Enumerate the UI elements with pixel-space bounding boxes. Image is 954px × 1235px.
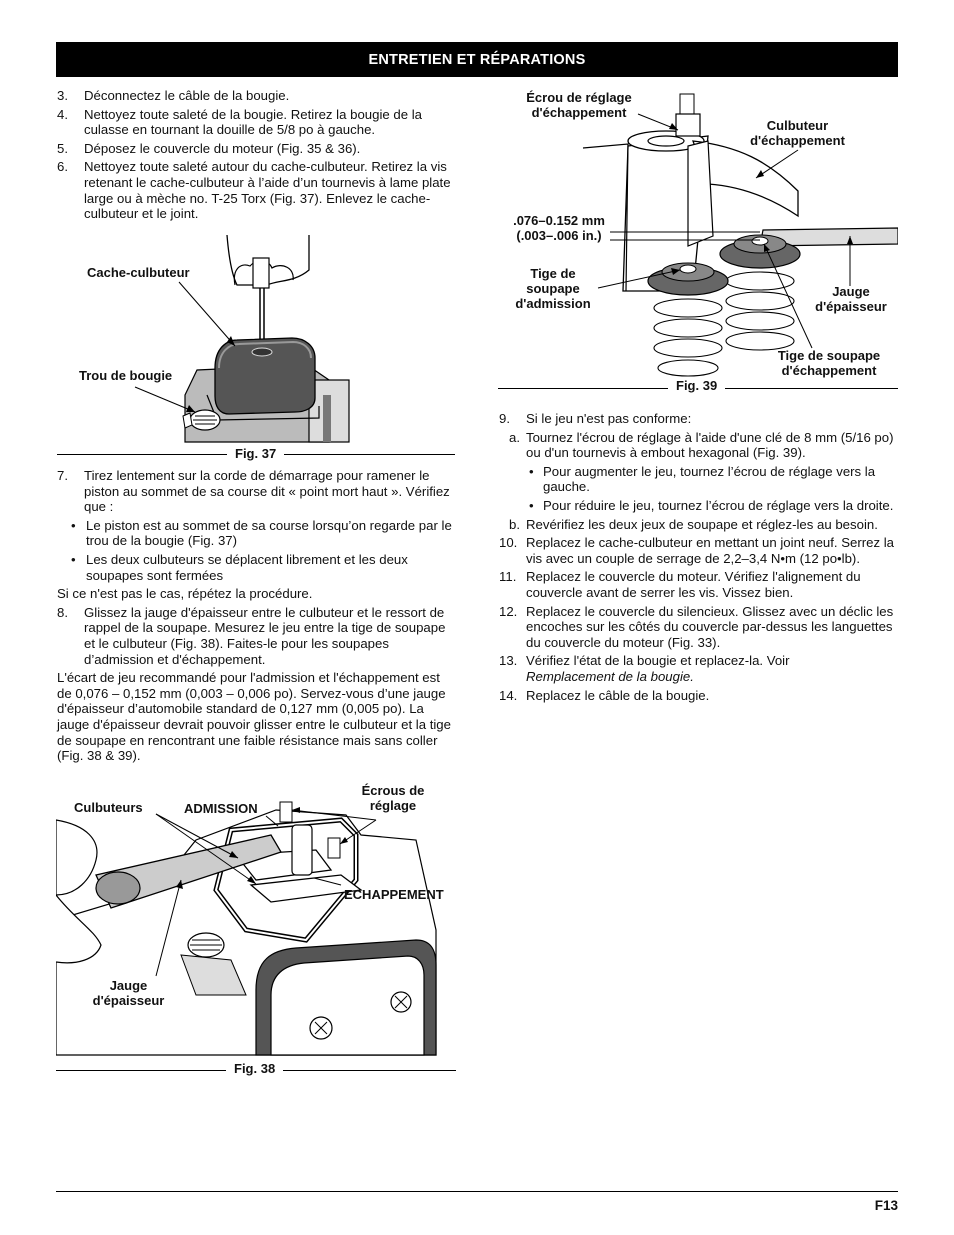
step-9: 9.Si le jeu n'est pas conforme: xyxy=(499,411,692,426)
fig-39-label-intake-stem: Tige de soupape d'admission xyxy=(515,266,591,311)
step-9b: b.Revérifiez les deux jeux de soupape et… xyxy=(509,516,878,532)
bullet-increase: Pour augmenter le jeu, tournez l’écrou d… xyxy=(499,464,898,495)
gap-paragraph: L'écart de jeu recommandé pour l'admissi… xyxy=(57,670,451,764)
step-6: 6.Nettoyez toute saleté autour du cache-… xyxy=(57,159,451,222)
step-10: 10.Replacez le cache-culbuteur en mettan… xyxy=(499,535,894,566)
fig-38-label-gauge: Jauge d'épaisseur xyxy=(92,978,165,1008)
fig-39-label-gap: .076–0.152 mm (.003–.006 in.) xyxy=(513,213,605,243)
fig-38: Culbuteurs ADMISSION Écrous de réglage E… xyxy=(56,780,456,1076)
fig-38-label-intake: ADMISSION xyxy=(184,801,258,816)
step-7: 7.Tirez lentement sur la corde de démarr… xyxy=(57,468,450,515)
fig-39-illustration xyxy=(582,93,898,377)
repeat-note: Si ce n'est pas le cas, répétez la procé… xyxy=(57,586,313,602)
step-14: 14.Replacez le câble de la bougie. xyxy=(499,687,710,703)
fig-38-caption: Fig. 38 xyxy=(226,1061,284,1076)
left-column-bottom: 7.Tirez lentement sur la corde de démarr… xyxy=(57,468,455,767)
step-8: 8.Glissez la jauge d'épaisseur entre le … xyxy=(57,604,446,667)
fig-37: Cache-culbuteur Trou de bougie Fig. 37 xyxy=(57,230,455,461)
step-11: 11.Replacez le couvercle du moteur. Véri… xyxy=(499,569,861,600)
section-header: ENTRETIEN ET RÉPARATIONS xyxy=(56,42,898,77)
step-12: 12.Replacez le couvercle du silencieux. … xyxy=(499,603,894,650)
step-3: 3.Déconnectez le câble de la bougie. xyxy=(57,88,290,103)
fig-38-label-nuts: Écrous de réglage xyxy=(361,783,425,813)
fig-39-caption: Fig. 39 xyxy=(668,378,726,393)
fig-38-illustration xyxy=(56,801,437,1056)
fig-39-label-nut: Écrou de réglage d'échappement xyxy=(526,90,632,120)
fig-37-label-hole: Trou de bougie xyxy=(79,368,173,383)
step-5: 5.Déposez le couvercle du moteur (Fig. 3… xyxy=(57,140,361,156)
fig-39-label-exhaust-stem: Tige de soupape d'échappement xyxy=(777,348,881,378)
fig-38-label-exhaust: ECHAPPEMENT xyxy=(344,887,444,902)
fig-39-label-gauge: Jauge d'épaisseur xyxy=(815,284,887,314)
step-13-link-text: Remplacement de la bougie. xyxy=(526,668,694,684)
check-rockers: Les deux culbuteurs se déplacent libreme… xyxy=(57,552,455,583)
fig-39-label-rocker: Culbuteur d'échappement xyxy=(750,118,845,148)
fig-38-label-rockers: Culbuteurs xyxy=(74,800,143,815)
fig-37-illustration xyxy=(134,234,350,443)
page-number: F13 xyxy=(874,1198,898,1213)
bullet-decrease: Pour réduire le jeu, tournez l’écrou de … xyxy=(499,498,898,514)
footer-rule xyxy=(56,1191,898,1192)
check-piston: Le piston est au sommet de sa course lor… xyxy=(57,518,455,549)
left-column-top: 3.Déconnectez le câble de la bougie. 4.N… xyxy=(57,88,455,225)
step-13: 13.Vérifiez l'état de la bougie et repla… xyxy=(499,653,790,684)
step-9a: a.Tournez l'écrou de réglage à l'aide d'… xyxy=(509,429,894,461)
fig-39: Écrou de réglage d'échappement Culbuteur… xyxy=(498,86,898,396)
fig-37-caption: Fig. 37 xyxy=(227,446,285,461)
right-column: 9.Si le jeu n'est pas conforme: a.Tourne… xyxy=(499,411,898,706)
fig-37-label-cover: Cache-culbuteur xyxy=(87,265,190,280)
step-4: 4.Nettoyez toute saleté de la bougie. Re… xyxy=(57,106,422,138)
